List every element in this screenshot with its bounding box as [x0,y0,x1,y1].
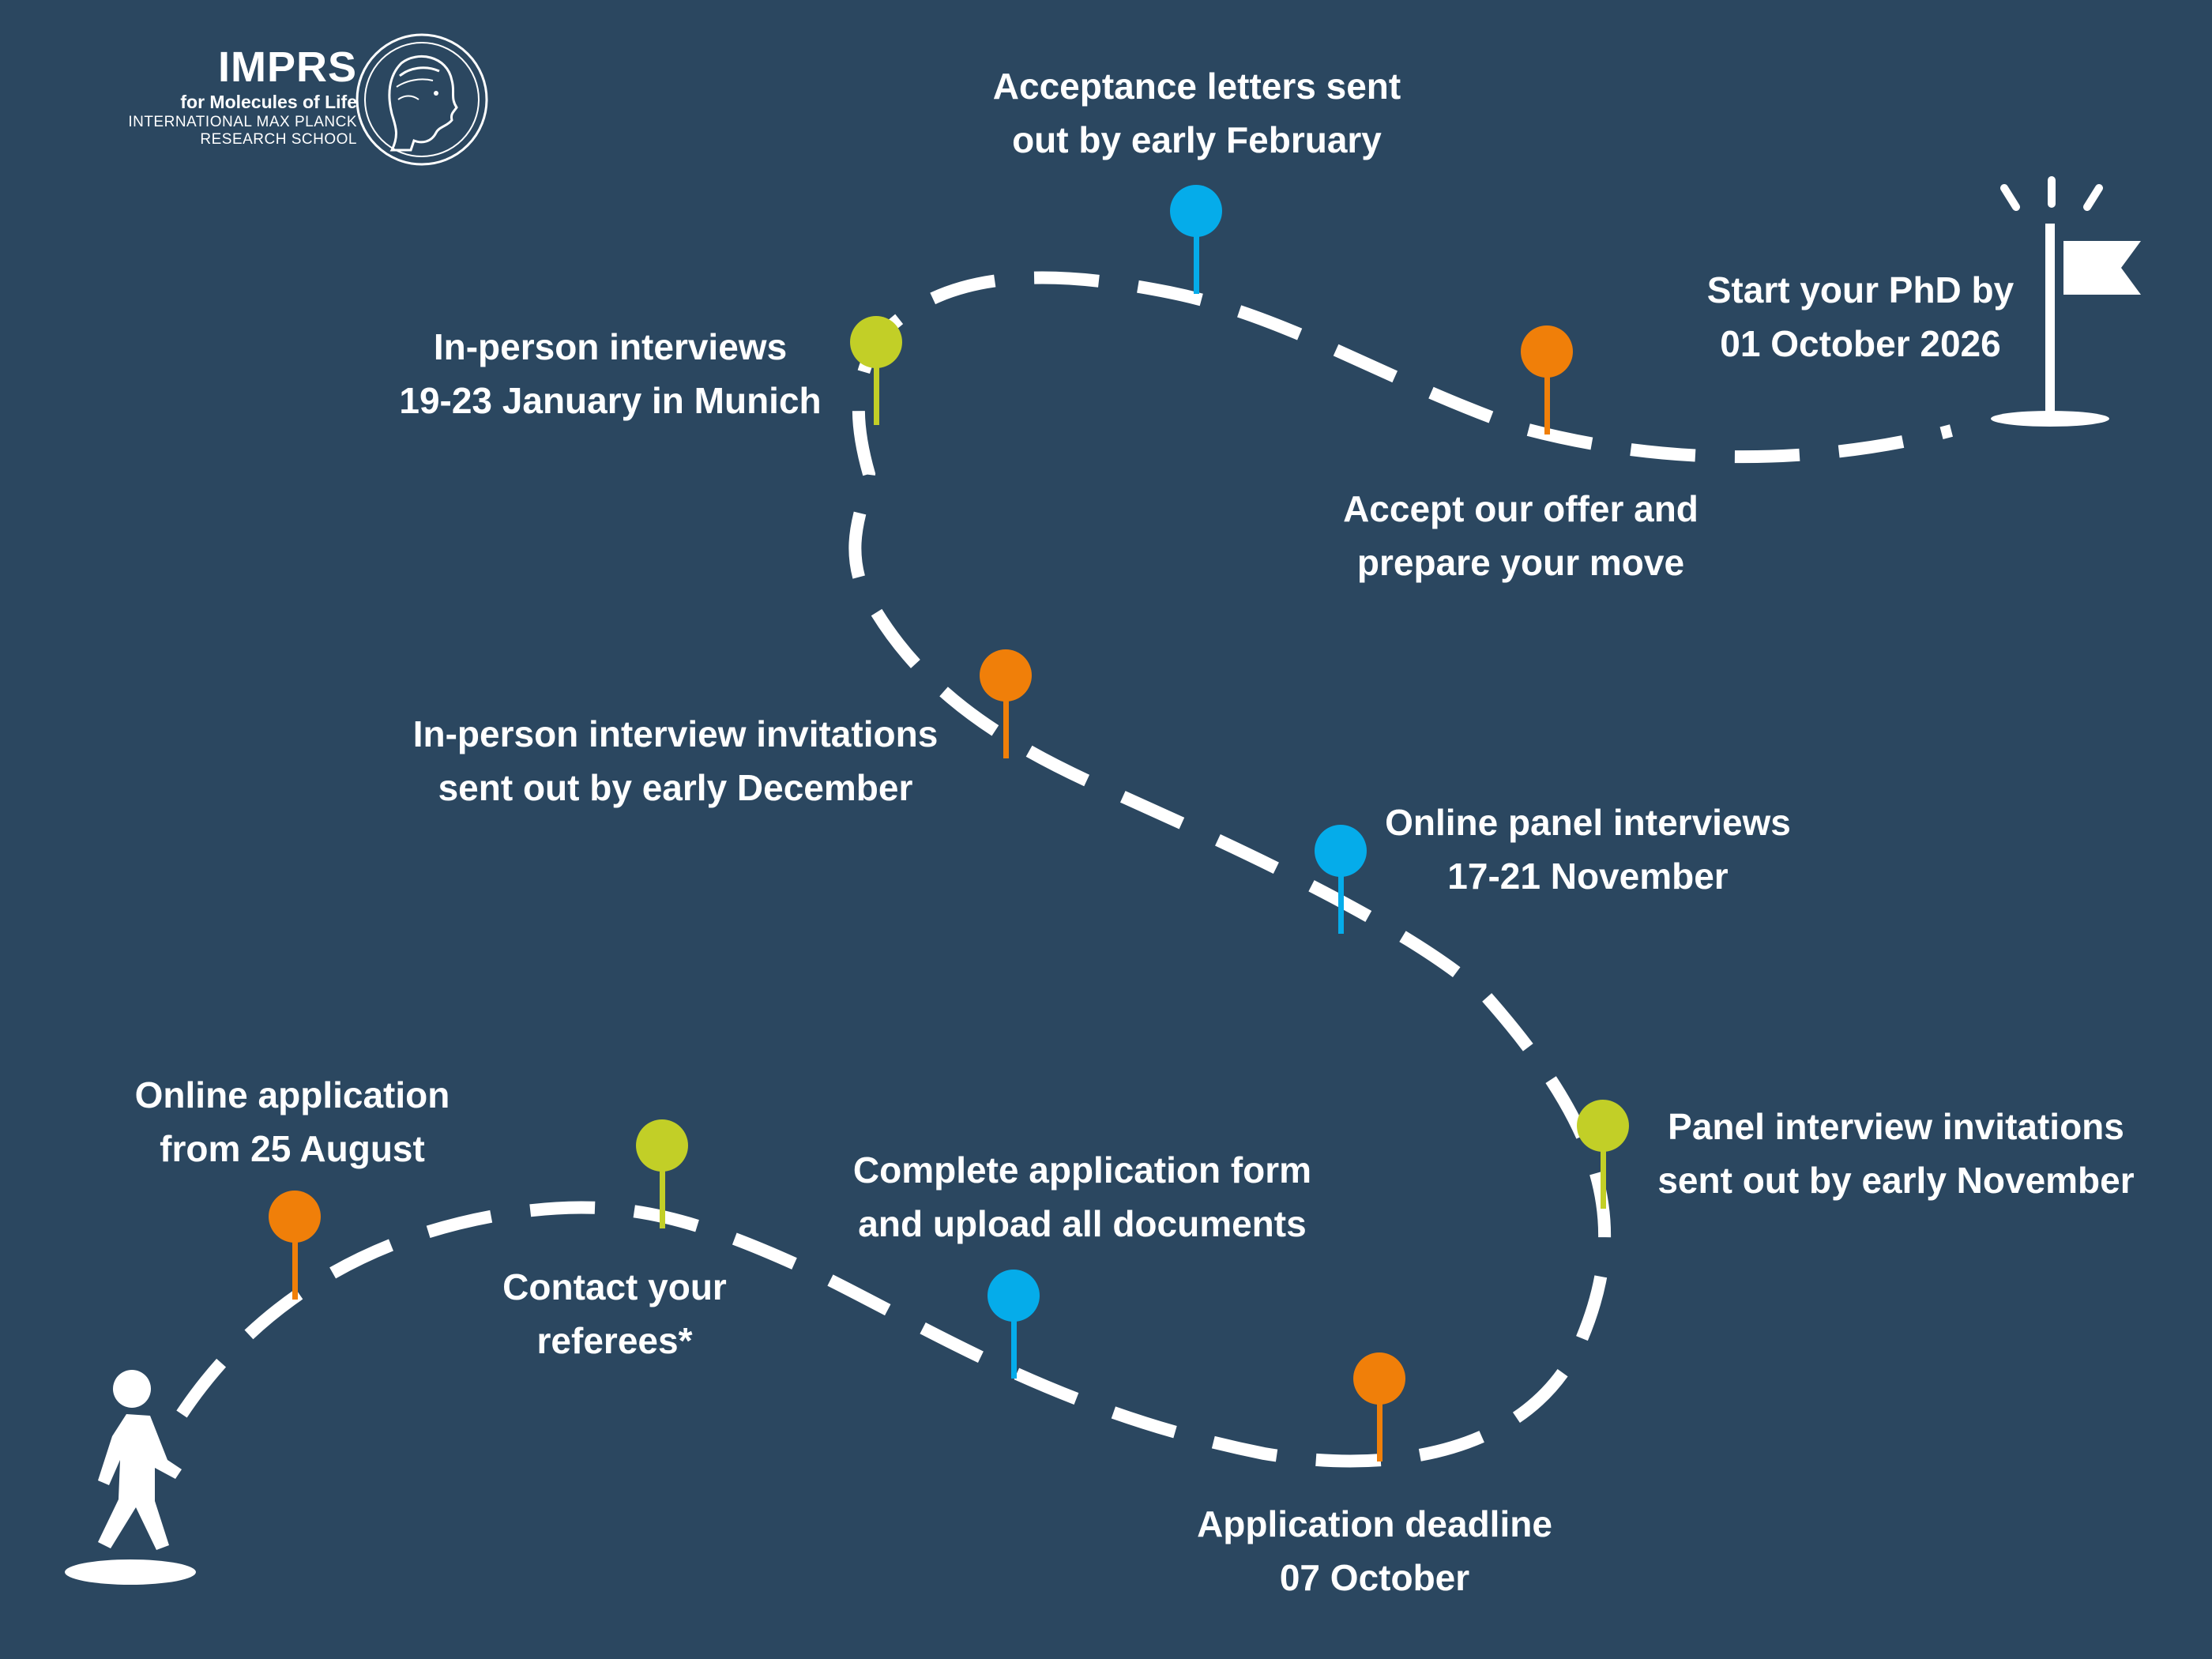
map-pin-icon [988,1270,1040,1379]
milestone-contact-referees: Contact your referees* [502,1266,727,1361]
logo-text: IMPRS for Molecules of Life INTERNATIONA… [128,44,357,149]
map-pin-icon [1170,185,1222,294]
map-pin-icon [980,649,1032,758]
milestone-accept-offer: Accept our offer and prepare your move [1343,488,1698,583]
imprs-logo: IMPRS for Molecules of Life INTERNATIONA… [47,32,490,182]
milestone-online-application: Online application from 25 August [134,1074,450,1169]
milestone-start-phd: Start your PhD by 01 October 2026 [1706,269,2014,364]
logo-line-1: INTERNATIONAL MAX PLANCK [128,114,357,130]
milestone-complete-form: Complete application form and upload all… [852,1149,1312,1244]
milestone-application-deadline: Application deadline 07 October [1197,1503,1552,1598]
milestone-inperson-invitations: In-person interview invitations sent out… [412,713,939,808]
map-pin-icon [1577,1100,1629,1209]
walking-person-icon [65,1370,196,1585]
logo-line-2: RESEARCH SCHOOL [200,131,357,148]
map-pin-icon [1353,1352,1405,1462]
map-pin-icon [269,1191,321,1300]
logo-subtitle: for Molecules of Life [180,92,357,112]
finish-flag-icon [1991,176,2141,427]
minerva-seal-icon [356,33,488,166]
map-pin-icon [1521,325,1573,434]
milestone-inperson-interviews: In-person interviews 19-23 January in Mu… [399,326,822,421]
map-pin-icon [636,1119,688,1228]
map-pin-icon [1315,825,1367,934]
milestone-online-panel-interviews: Online panel interviews 17-21 November [1385,802,1791,897]
map-pin-icon [850,316,902,425]
logo-title: IMPRS [217,43,357,91]
milestone-panel-invitations: Panel interview invitations sent out by … [1657,1106,2135,1201]
milestone-acceptance-letters: Acceptance letters sent out by early Feb… [992,66,1401,160]
